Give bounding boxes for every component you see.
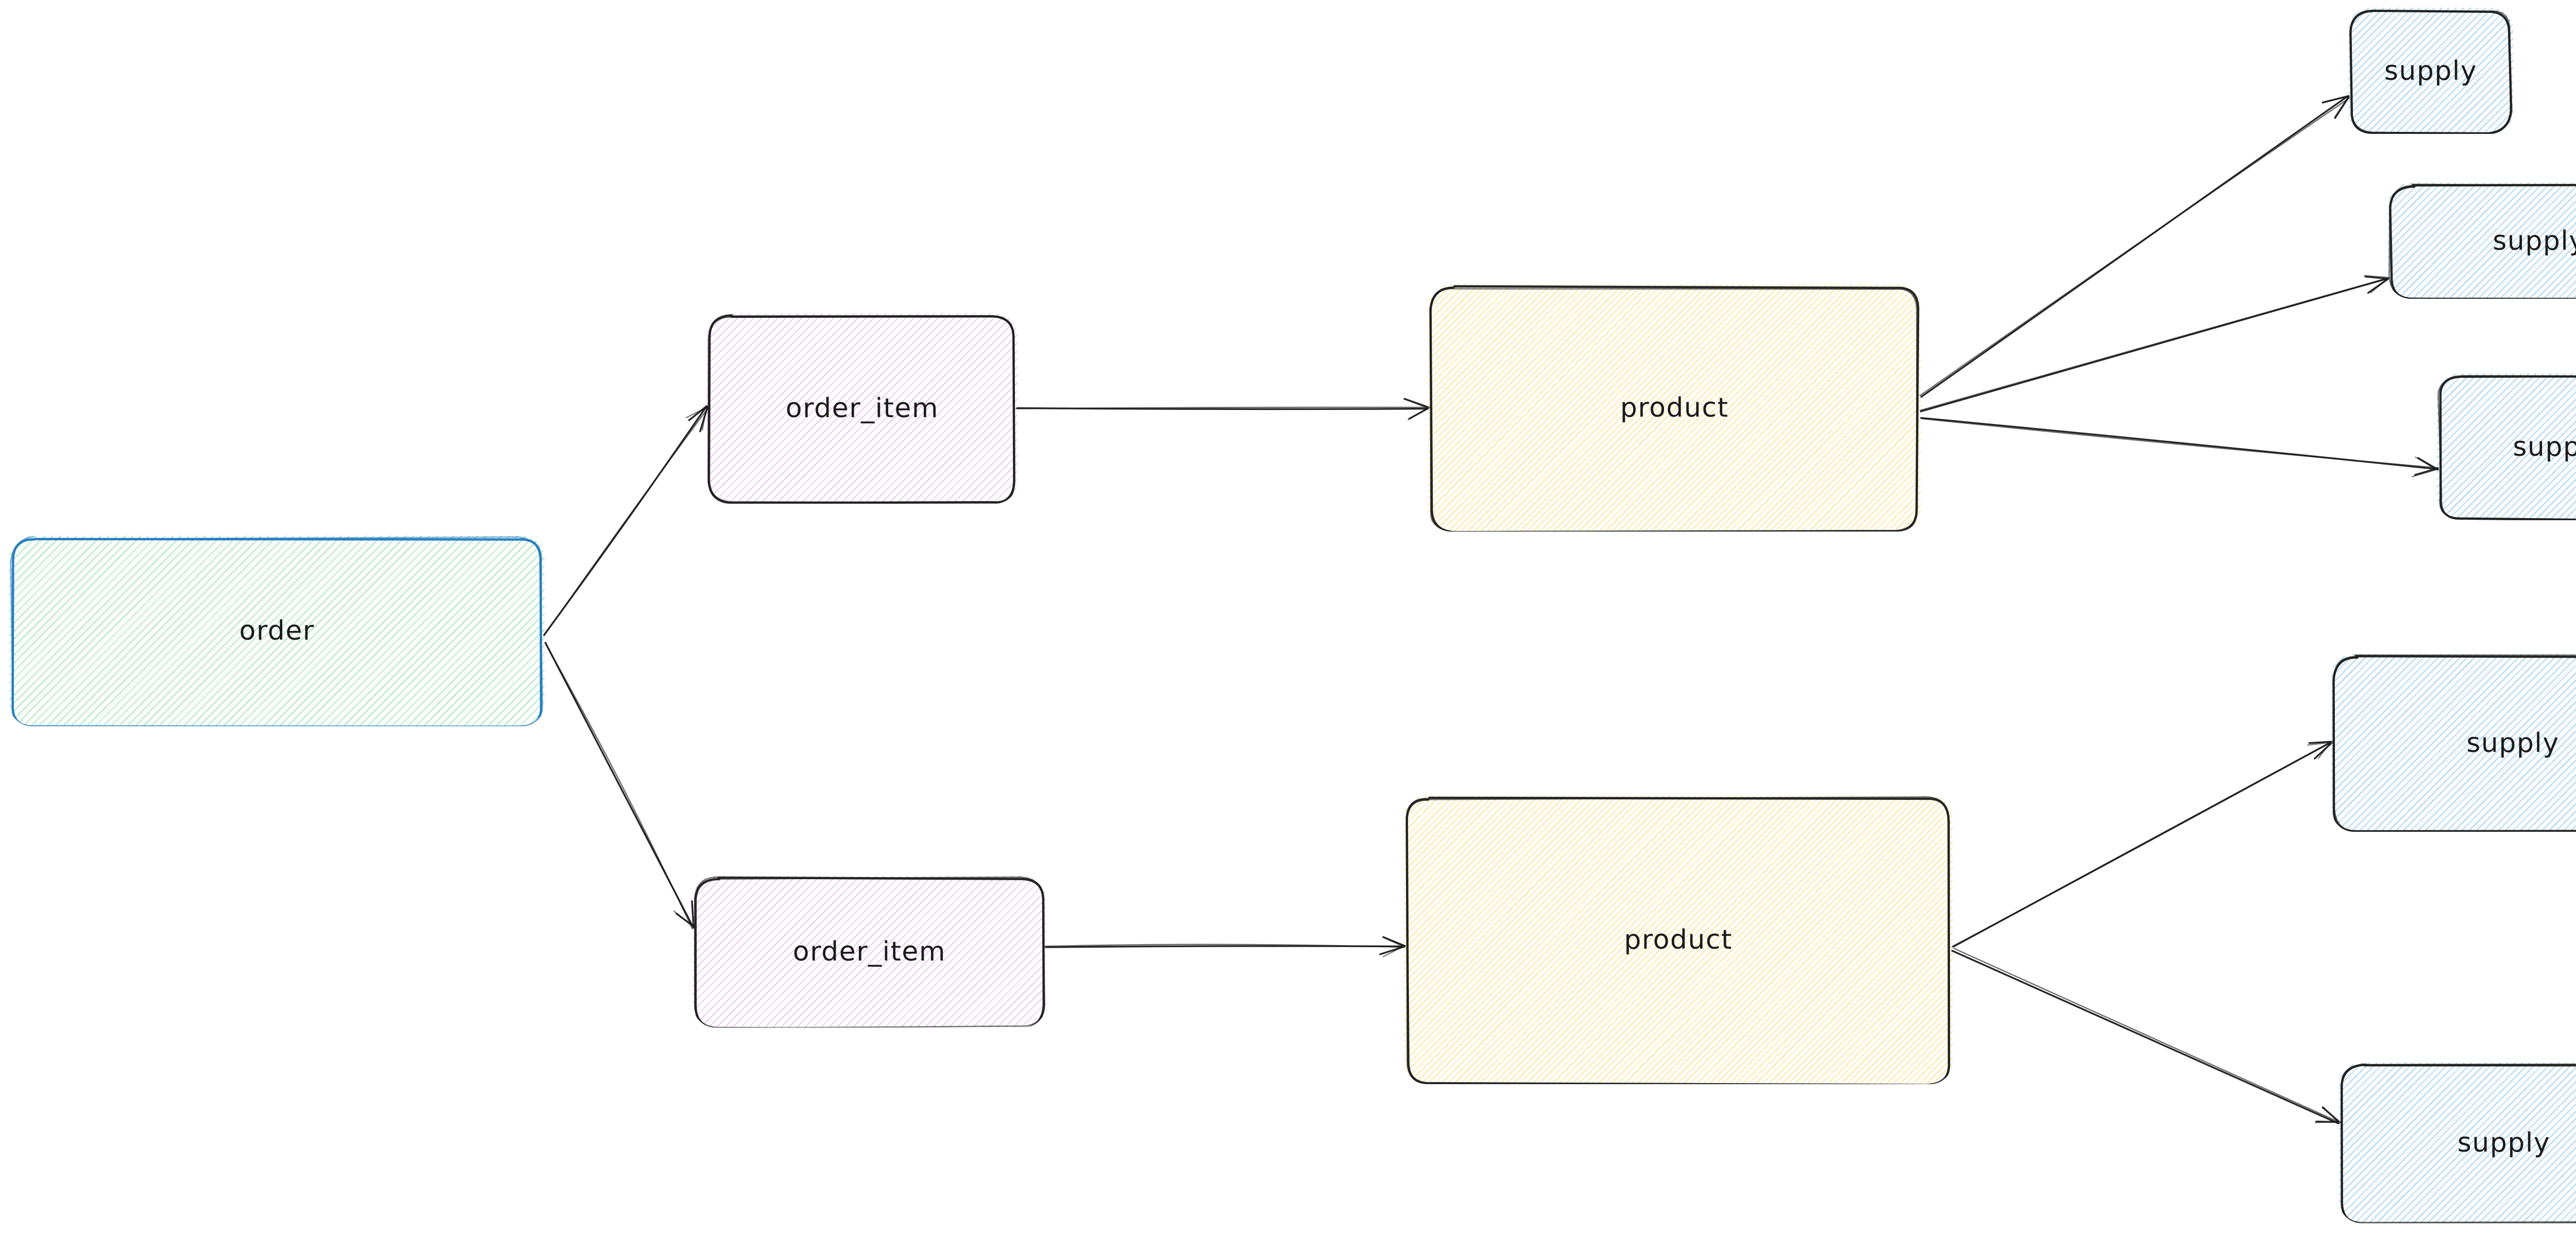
- node-label: supply: [2384, 55, 2478, 87]
- node-product_2[interactable]: product: [1404, 796, 1953, 1084]
- node-supply_4[interactable]: supply: [2331, 654, 2576, 832]
- edge-product_1-to-supply_1: [1919, 95, 2350, 398]
- node-supply_1[interactable]: supply: [2348, 8, 2513, 134]
- edge-order_item_2-to-product_2: [1044, 936, 1406, 957]
- node-label: supply: [2493, 225, 2576, 256]
- node-order_item_2[interactable]: order_item: [693, 876, 1046, 1028]
- edge-product_1-to-supply_3: [1920, 417, 2439, 477]
- edge-product_2-to-supply_4: [1951, 740, 2333, 948]
- edge-order_item_1-to-product_1: [1015, 398, 1430, 420]
- node-order[interactable]: order: [9, 536, 545, 726]
- node-label: supply: [2457, 1127, 2551, 1158]
- node-supply_5[interactable]: supply: [2339, 1063, 2576, 1223]
- edge-order-to-order_item_2: [544, 642, 694, 930]
- edge-product_2-to-supply_5: [1951, 948, 2341, 1125]
- node-product_1[interactable]: product: [1428, 284, 1921, 532]
- node-label: product: [1620, 392, 1729, 423]
- node-label: order_item: [792, 936, 946, 967]
- node-supply_2[interactable]: supply: [2388, 183, 2576, 299]
- node-supply_3[interactable]: supply: [2437, 373, 2576, 520]
- node-label: order_item: [785, 393, 939, 424]
- node-order_item_1[interactable]: order_item: [707, 313, 1018, 504]
- node-label: supply: [2466, 727, 2560, 759]
- node-label: supply: [2513, 431, 2576, 463]
- node-label: order: [239, 615, 315, 646]
- node-label: product: [1624, 924, 1733, 955]
- edge-order-to-order_item_1: [543, 405, 709, 637]
- edge-product_1-to-supply_2: [1919, 275, 2390, 413]
